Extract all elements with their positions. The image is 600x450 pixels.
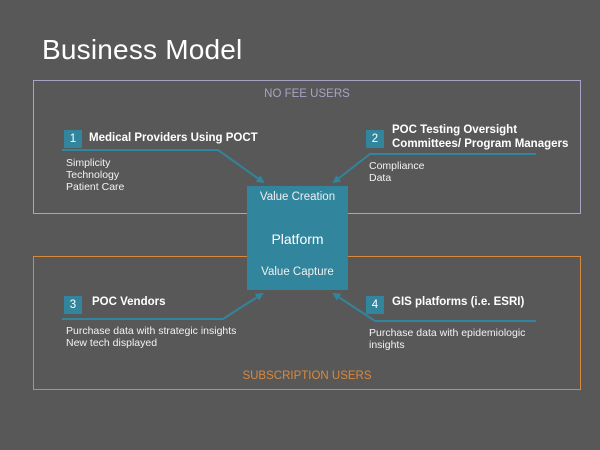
platform-label: Platform	[271, 231, 324, 247]
segment-2-title: POC Testing Oversight Committees/ Progra…	[392, 124, 569, 150]
segment-1-title: Medical Providers Using POCT	[89, 132, 258, 144]
value-creation-label: Value Creation	[259, 191, 336, 203]
connector-arrow-2	[332, 153, 536, 184]
connector-arrow-1	[62, 149, 265, 184]
segment-1-description: Simplicity Technology Patient Care	[66, 157, 125, 193]
connector-arrow-4	[332, 292, 536, 322]
slide-title: Business Model	[42, 34, 243, 65]
subscription-users-label: SUBSCRIPTION USERS	[242, 370, 372, 382]
segment-2-description: Compliance Data	[369, 160, 425, 184]
platform-block: Value Creation Platform Value Capture	[247, 186, 348, 290]
value-capture-label: Value Capture	[261, 266, 334, 278]
segment-4-number: 4	[366, 296, 384, 314]
segment-2-number: 2	[366, 130, 384, 148]
segment-4-title: GIS platforms (i.e. ESRI)	[392, 296, 525, 308]
segment-3-number: 3	[64, 296, 82, 314]
connector-arrow-3	[62, 292, 264, 320]
segment-3-description: Purchase data with strategic insights Ne…	[66, 325, 237, 349]
no-fee-users-label: NO FEE USERS	[264, 88, 350, 100]
segment-1-number: 1	[64, 130, 82, 148]
segment-4-description: Purchase data with epidemiologic insight…	[369, 327, 526, 351]
segment-3-title: POC Vendors	[92, 296, 166, 308]
